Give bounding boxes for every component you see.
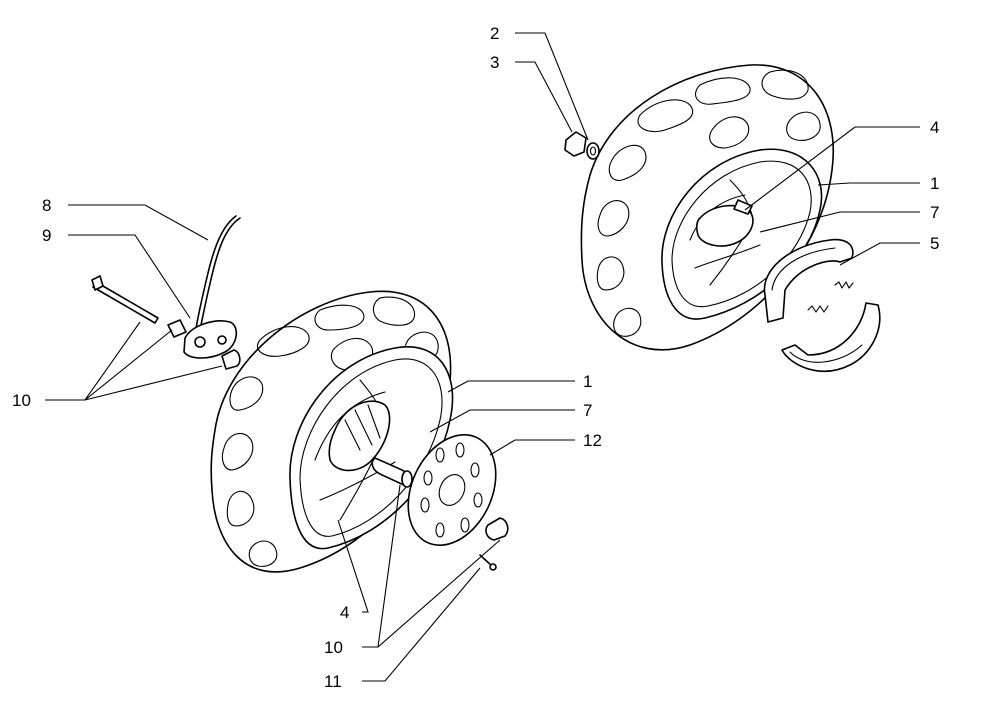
front-left-spacer bbox=[167, 319, 187, 338]
label-left-10b: 10 bbox=[324, 638, 343, 657]
label-left-12: 12 bbox=[583, 431, 602, 450]
front-axle-bolt bbox=[92, 281, 159, 324]
label-right-4: 4 bbox=[930, 118, 939, 137]
speedometer-drive bbox=[183, 320, 238, 359]
rear-wheel-assembly bbox=[564, 64, 834, 351]
front-bushing bbox=[485, 517, 509, 541]
label-right-1: 1 bbox=[930, 174, 939, 193]
label-right-7: 7 bbox=[930, 203, 939, 222]
front-hub bbox=[328, 400, 391, 472]
leader-lines bbox=[45, 32, 920, 682]
rear-axle-nut-washer bbox=[564, 131, 600, 160]
brake-shoes bbox=[763, 238, 881, 373]
label-right-5: 5 bbox=[930, 234, 939, 253]
label-right-3: 3 bbox=[490, 53, 499, 72]
label-left-1: 1 bbox=[583, 372, 592, 391]
label-left-11: 11 bbox=[324, 672, 342, 691]
label-left-10a: 10 bbox=[12, 391, 31, 410]
front-left-bushing bbox=[221, 349, 241, 370]
label-right-2: 2 bbox=[490, 24, 499, 43]
speedometer-cable bbox=[199, 217, 241, 331]
brake-disc-holes bbox=[420, 442, 483, 538]
split-pin bbox=[479, 554, 493, 567]
label-left-4: 4 bbox=[340, 603, 349, 622]
label-left-7: 7 bbox=[583, 401, 592, 420]
rear-tire-tread bbox=[596, 69, 821, 337]
label-left-8: 8 bbox=[42, 196, 51, 215]
label-left-9: 9 bbox=[42, 226, 51, 245]
front-wheel-assembly bbox=[91, 215, 509, 573]
brake-disc bbox=[407, 433, 497, 547]
part-labels: 2 3 4 1 7 5 8 9 10 1 7 12 4 10 11 bbox=[12, 24, 939, 691]
